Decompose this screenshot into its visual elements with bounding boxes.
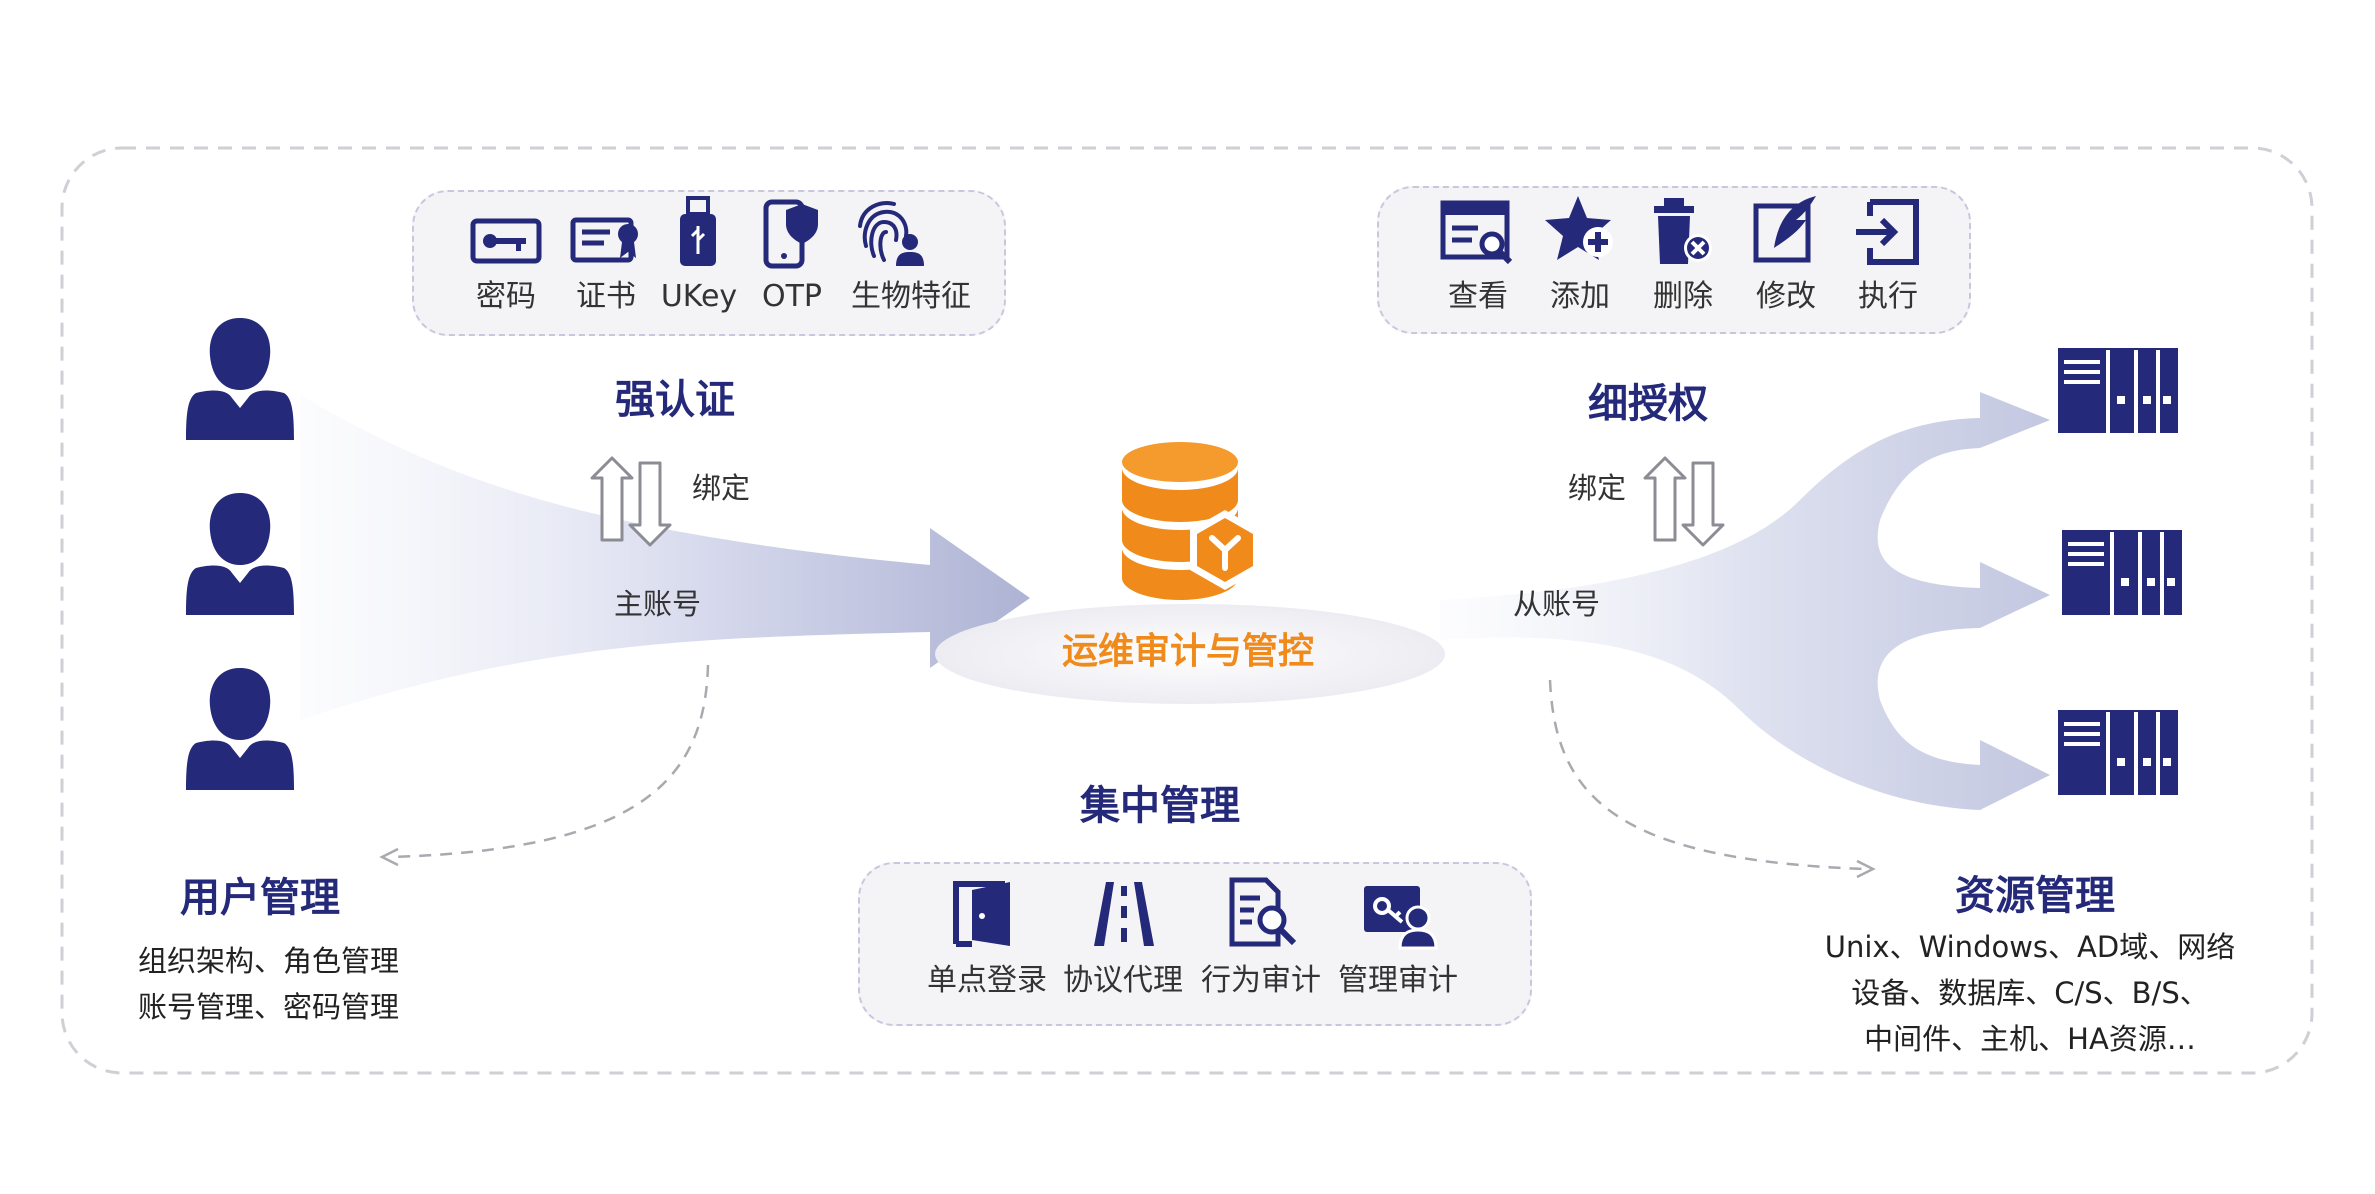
user-mgmt-line-1: 组织架构、角色管理 — [138, 944, 400, 978]
right-bind-arrows — [1643, 456, 1725, 547]
resource-mgmt-line-2: 设备、数据库、C/S、B/S、 — [1851, 976, 2209, 1010]
auth-label-otp: OTP — [761, 279, 823, 314]
server-icon-2 — [2062, 530, 2182, 615]
authz-label-view: 查看 — [1448, 279, 1508, 314]
admin-audit-icon — [1364, 886, 1438, 950]
authz-label-add: 添加 — [1550, 279, 1610, 314]
right-flow-band — [1440, 392, 2050, 810]
authz-label-execute: 执行 — [1858, 279, 1918, 314]
auth-label-certificate: 证书 — [576, 279, 636, 314]
authz-label-modify: 修改 — [1756, 279, 1816, 314]
user-icon-1 — [186, 318, 294, 440]
resource-mgmt-title: 资源管理 — [1955, 873, 2115, 919]
document-search-icon — [1229, 877, 1297, 947]
fingerprint-icon — [858, 201, 924, 266]
resource-mgmt-line-1: Unix、Windows、AD域、网络 — [1824, 930, 2236, 964]
central-label-sso: 单点登录 — [927, 963, 1047, 998]
user-mgmt-line-2: 账号管理、密码管理 — [138, 990, 400, 1024]
left-bind-label: 绑定 — [692, 471, 751, 505]
user-icon-2 — [186, 493, 294, 615]
authorization-title: 细授权 — [1588, 381, 1708, 427]
database-audit-icon — [1122, 442, 1260, 600]
usb-key-icon — [680, 196, 716, 266]
auth-label-ukey: UKey — [660, 279, 738, 314]
certificate-icon — [570, 217, 638, 263]
core-label: 运维审计与管控 — [1062, 631, 1315, 672]
add-star-icon — [1545, 196, 1613, 260]
auth-label-biometric: 生物特征 — [851, 279, 971, 314]
secondary-account-label: 从账号 — [1513, 587, 1601, 621]
edit-feather-icon — [1753, 196, 1816, 263]
phone-shield-icon — [763, 199, 818, 269]
primary-account-label: 主账号 — [614, 587, 702, 621]
password-card-icon — [470, 218, 542, 264]
auth-label-password: 密码 — [476, 279, 536, 314]
central-title: 集中管理 — [1080, 783, 1240, 829]
user-mgmt-arrowhead — [379, 847, 399, 867]
authz-label-delete: 删除 — [1653, 279, 1713, 314]
execute-icon — [1856, 199, 1919, 265]
user-icon-3 — [186, 668, 294, 790]
left-bind-arrows — [590, 456, 672, 547]
outer-frame — [60, 146, 2314, 1075]
central-label-proxy: 协议代理 — [1063, 963, 1183, 998]
view-icon — [1440, 200, 1513, 265]
user-mgmt-connector — [389, 664, 710, 859]
server-icon-1 — [2058, 348, 2178, 433]
central-label-behavior-audit: 行为审计 — [1201, 963, 1321, 998]
resource-mgmt-connector — [1548, 679, 1866, 871]
door-icon — [953, 881, 1010, 947]
road-icon — [1094, 882, 1154, 946]
auth-title: 强认证 — [615, 377, 735, 423]
core-platform — [935, 604, 1445, 704]
right-bind-label: 绑定 — [1568, 471, 1627, 505]
delete-bin-icon — [1654, 198, 1712, 264]
left-flow-band — [300, 395, 1030, 720]
resource-mgmt-line-3: 中间件、主机、HA资源… — [1864, 1022, 2196, 1056]
resource-mgmt-arrowhead — [1856, 859, 1876, 879]
user-mgmt-title: 用户管理 — [180, 875, 340, 921]
central-label-admin-audit: 管理审计 — [1338, 963, 1458, 998]
server-icon-3 — [2058, 710, 2178, 795]
